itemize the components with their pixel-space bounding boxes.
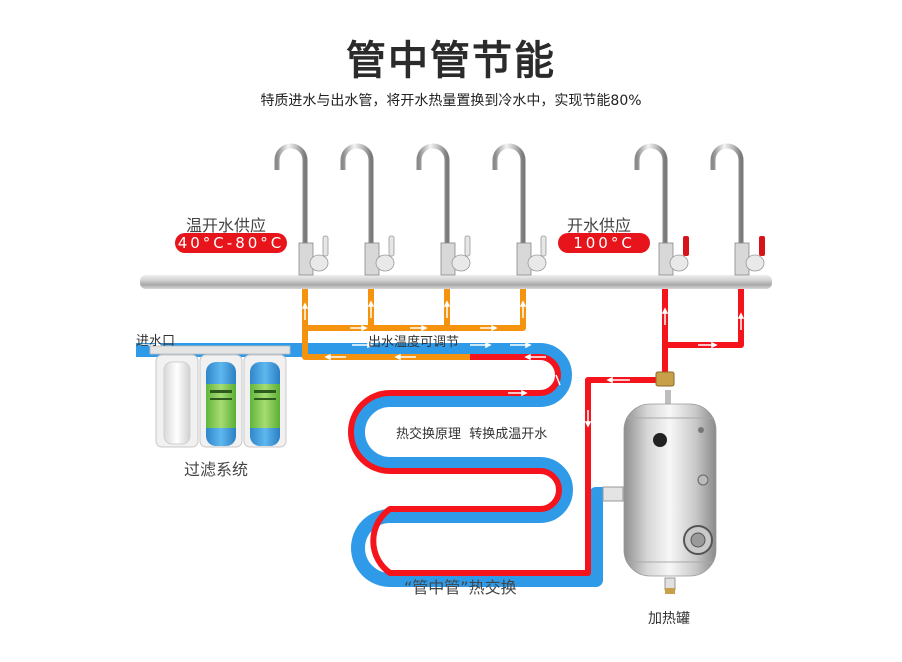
faucets bbox=[274, 143, 765, 276]
warm-supply-label: 温开水供应 bbox=[186, 216, 267, 235]
flow-arrows bbox=[140, 300, 745, 428]
tank-inlet-fitting bbox=[602, 486, 624, 502]
filter-housing-sediment bbox=[155, 354, 199, 448]
heating-tank-label: 加热罐 bbox=[648, 611, 690, 627]
warm-temperature-badge: 40°C-80°C bbox=[175, 233, 287, 253]
boiling-temperature-badge: 100°C bbox=[558, 233, 650, 253]
filter-system bbox=[149, 345, 291, 448]
brass-tee-valve bbox=[655, 371, 675, 387]
hot-water-inner-pipe bbox=[348, 288, 744, 576]
warm-faucet[interactable] bbox=[416, 143, 471, 276]
page-title: 管中管节能 bbox=[346, 38, 556, 84]
boiling-supply-label: 开水供应 bbox=[567, 216, 632, 235]
warm-faucet[interactable] bbox=[340, 143, 395, 276]
page-subtitle: 特质进水与出水管，将开水热量置换到冷水中，实现节能80% bbox=[260, 93, 642, 109]
pipe-in-pipe-label: “管中管”热交换 bbox=[404, 578, 517, 597]
heating-tank bbox=[602, 371, 717, 594]
warm-faucet[interactable] bbox=[492, 143, 547, 276]
inlet-label: 进水口 bbox=[136, 334, 176, 349]
heat-exchange-principle-label: 热交换原理 转换成温开水 bbox=[396, 427, 548, 442]
manifold-pipe bbox=[140, 275, 772, 289]
warm-faucet[interactable] bbox=[274, 143, 329, 276]
filter-housing-carbon bbox=[243, 354, 287, 448]
filter-system-label: 过滤系统 bbox=[184, 460, 249, 479]
adjustable-temp-label: 出水温度可调节 bbox=[368, 335, 460, 350]
boiling-faucet[interactable] bbox=[710, 143, 765, 276]
boiling-faucet[interactable] bbox=[634, 143, 689, 276]
filter-housing-carbon bbox=[199, 354, 243, 448]
